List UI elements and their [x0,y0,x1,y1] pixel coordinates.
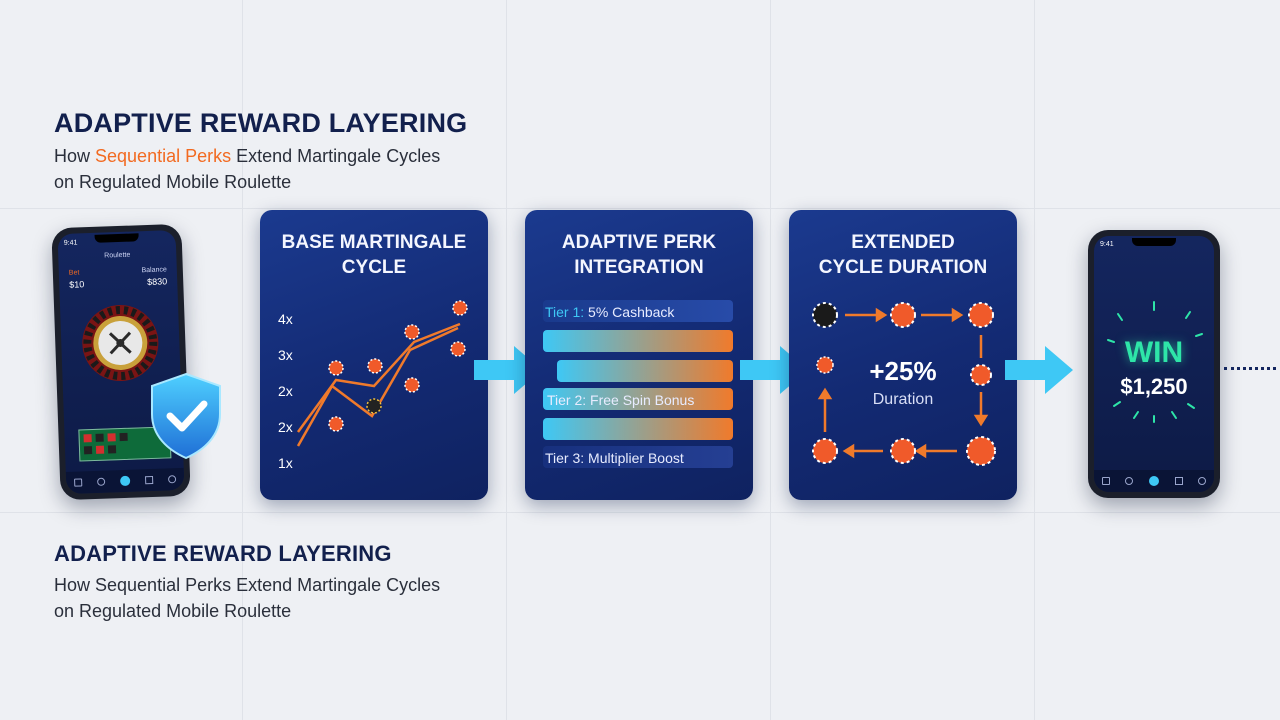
page-subtitle: How Sequential Perks Extend Martingale C… [54,143,440,195]
games-icon[interactable] [1125,477,1134,485]
y-axis-label: 2x [278,419,293,435]
win-amount: $1,250 [1120,374,1188,399]
tier-bar [557,360,733,382]
roulette-wheel-icon[interactable] [80,303,161,384]
subtitle-text: on Regulated Mobile Roulette [54,601,292,621]
subtitle-text: How Sequential Perks Extend Martingale C… [54,575,441,595]
card-title-line: EXTENDED [851,232,955,253]
home-icon[interactable] [1101,477,1110,485]
grid-line [0,208,1280,209]
base-martingale-card: BASE MARTINGALE CYCLE 4x 3x 2x 2x 1x [260,210,488,500]
confetti-sparkles [1107,301,1203,423]
card-title-line: CYCLE DURATION [818,257,988,278]
profile-icon[interactable] [1198,477,1207,485]
grid-line [0,512,1280,513]
tier-bar [543,300,733,322]
app-title: Roulette [104,251,131,260]
tier-bar [543,388,733,410]
flow-arrow-icon [1005,346,1073,394]
cycle-loop-diagram [812,302,996,466]
chip-markers [328,300,468,432]
card-title-line: INTEGRATION [574,257,704,278]
subtitle-text: on Regulated Mobile Roulette [54,172,292,192]
chip-markers [812,302,996,466]
card-title: ADAPTIVE PERK INTEGRATION [525,230,753,280]
tier-bar [543,446,733,468]
grid-line [242,0,243,720]
status-time: 9:41 [63,239,78,247]
subtitle-text: Extend Martingale Cycles [231,146,441,166]
y-axis-label: 1x [278,455,293,471]
shield-check-icon [151,372,221,460]
phone-notch [94,233,139,243]
martingale-line-chart [296,300,468,447]
page-subtitle-repeat: How Sequential Perks Extend Martingale C… [54,572,440,624]
card-title-line: ADAPTIVE PERK [561,232,717,253]
y-axis-label: 4x [278,311,293,327]
phone-screen: 9:41 WIN $1,250 [1094,236,1214,492]
phone-screen: 9:41 Roulette Bet $10 Balance $830 [57,230,185,494]
tier-text: 5% Cashback [584,304,675,320]
tier2-label: Tier 2: Free Spin Bonus [547,392,694,408]
tier3-label: Tier 3: Multiplier Boost [545,450,684,466]
tier-number: Tier 1: [545,304,585,320]
tier-number: Tier 2: [547,392,587,408]
phone-notch [1132,238,1176,246]
tier1-label: Tier 1: 5% Cashback [545,304,674,320]
home-icon[interactable] [73,478,82,487]
adaptive-perk-card: ADAPTIVE PERK INTEGRATION Tier 1: 5% Cas… [525,210,753,500]
subtitle-text: How [54,146,96,166]
rewards-icon[interactable] [1174,477,1183,485]
dotted-trail [1224,367,1276,370]
bottom-nav [65,467,185,494]
bet-value: $10 [69,279,85,290]
tier-text: Free Spin Bonus [586,392,695,408]
y-axis-label: 3x [278,347,293,363]
card-title: EXTENDED CYCLE DURATION [789,230,1017,280]
win-label: WIN [1124,336,1184,369]
card-title-line: CYCLE [341,257,407,278]
bet-label: Bet [68,269,80,277]
profile-icon[interactable] [168,475,177,484]
balance-value: $830 [147,276,168,288]
left-phone: 9:41 Roulette Bet $10 Balance $830 [51,223,191,501]
page-title: ADAPTIVE REWARD LAYERING [54,108,468,138]
card-title: BASE MARTINGALE CYCLE [260,230,488,280]
right-phone: 9:41 WIN $1,250 [1088,230,1220,498]
tier-bar [543,418,733,440]
extended-cycle-card: EXTENDED CYCLE DURATION +25% Duration [789,210,1017,500]
tier-bar [543,330,733,352]
balance-label: Balance [141,266,167,275]
rewards-icon[interactable] [145,475,154,485]
check-icon[interactable] [1148,476,1159,486]
duration-label: Duration [872,391,934,408]
status-time: 9:41 [1100,241,1114,248]
duration-stat: +25% [869,356,937,386]
check-icon[interactable] [119,475,131,487]
games-icon[interactable] [96,477,106,486]
y-axis-label: 2x [278,383,293,399]
card-title-line: BASE MARTINGALE [281,232,467,253]
subtitle-highlight: Sequential Perks [95,146,232,166]
page-title-repeat: ADAPTIVE REWARD LAYERING [54,541,392,566]
bottom-nav [1094,470,1214,492]
